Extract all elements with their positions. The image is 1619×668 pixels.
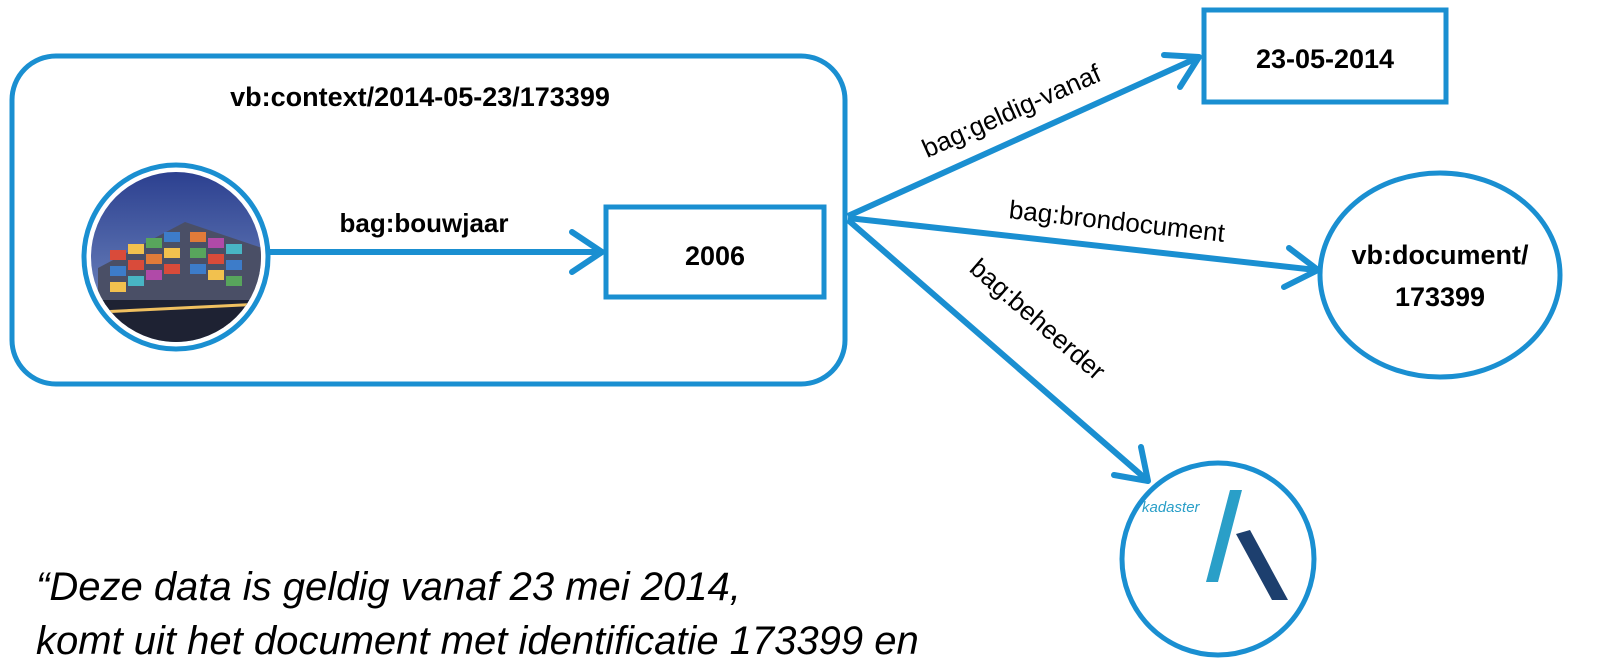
context-label: vb:context/2014-05-23/173399 bbox=[230, 82, 610, 112]
geldig-vanaf-value-box bbox=[1201, 7, 1449, 105]
brondocument-edge bbox=[847, 215, 1317, 273]
beheerder-edge bbox=[846, 217, 1149, 483]
beheerder-arrowhead bbox=[1111, 444, 1151, 484]
building-photo bbox=[81, 162, 271, 352]
kadaster-logo-stroke-dark bbox=[1236, 530, 1288, 600]
geldig-vanaf-edge bbox=[846, 55, 1199, 219]
quote-text: “Deze data is geldig vanaf 23 mei 2014, … bbox=[36, 560, 1076, 668]
quote-line-1: “Deze data is geldig vanaf 23 mei 2014, bbox=[36, 565, 741, 609]
beheerder-edge-label: bag:beheerder bbox=[964, 252, 1112, 386]
kadaster-logo-text: kadaster bbox=[1142, 499, 1201, 516]
quote-line-2: komt uit het document met identificatie … bbox=[36, 619, 919, 663]
building-facade bbox=[110, 232, 242, 292]
bouwjaar-edge-label: bag:bouwjaar bbox=[339, 208, 508, 238]
bouwjaar-arrowhead bbox=[569, 229, 605, 275]
kadaster-logo-node: kadaster bbox=[1119, 460, 1317, 658]
geldig-vanaf-value: 23-05-2014 bbox=[1256, 44, 1394, 74]
document-label-line1: vb:document/ bbox=[1351, 240, 1529, 270]
kadaster-logo-stroke-light bbox=[1206, 490, 1242, 582]
brondocument-arrowhead bbox=[1281, 245, 1321, 290]
bouwjaar-value-box bbox=[603, 204, 827, 300]
document-node bbox=[1317, 170, 1563, 380]
document-label-line2: 173399 bbox=[1395, 282, 1485, 312]
bouwjaar-value: 2006 bbox=[685, 241, 745, 271]
geldig-vanaf-arrowhead bbox=[1161, 52, 1202, 90]
